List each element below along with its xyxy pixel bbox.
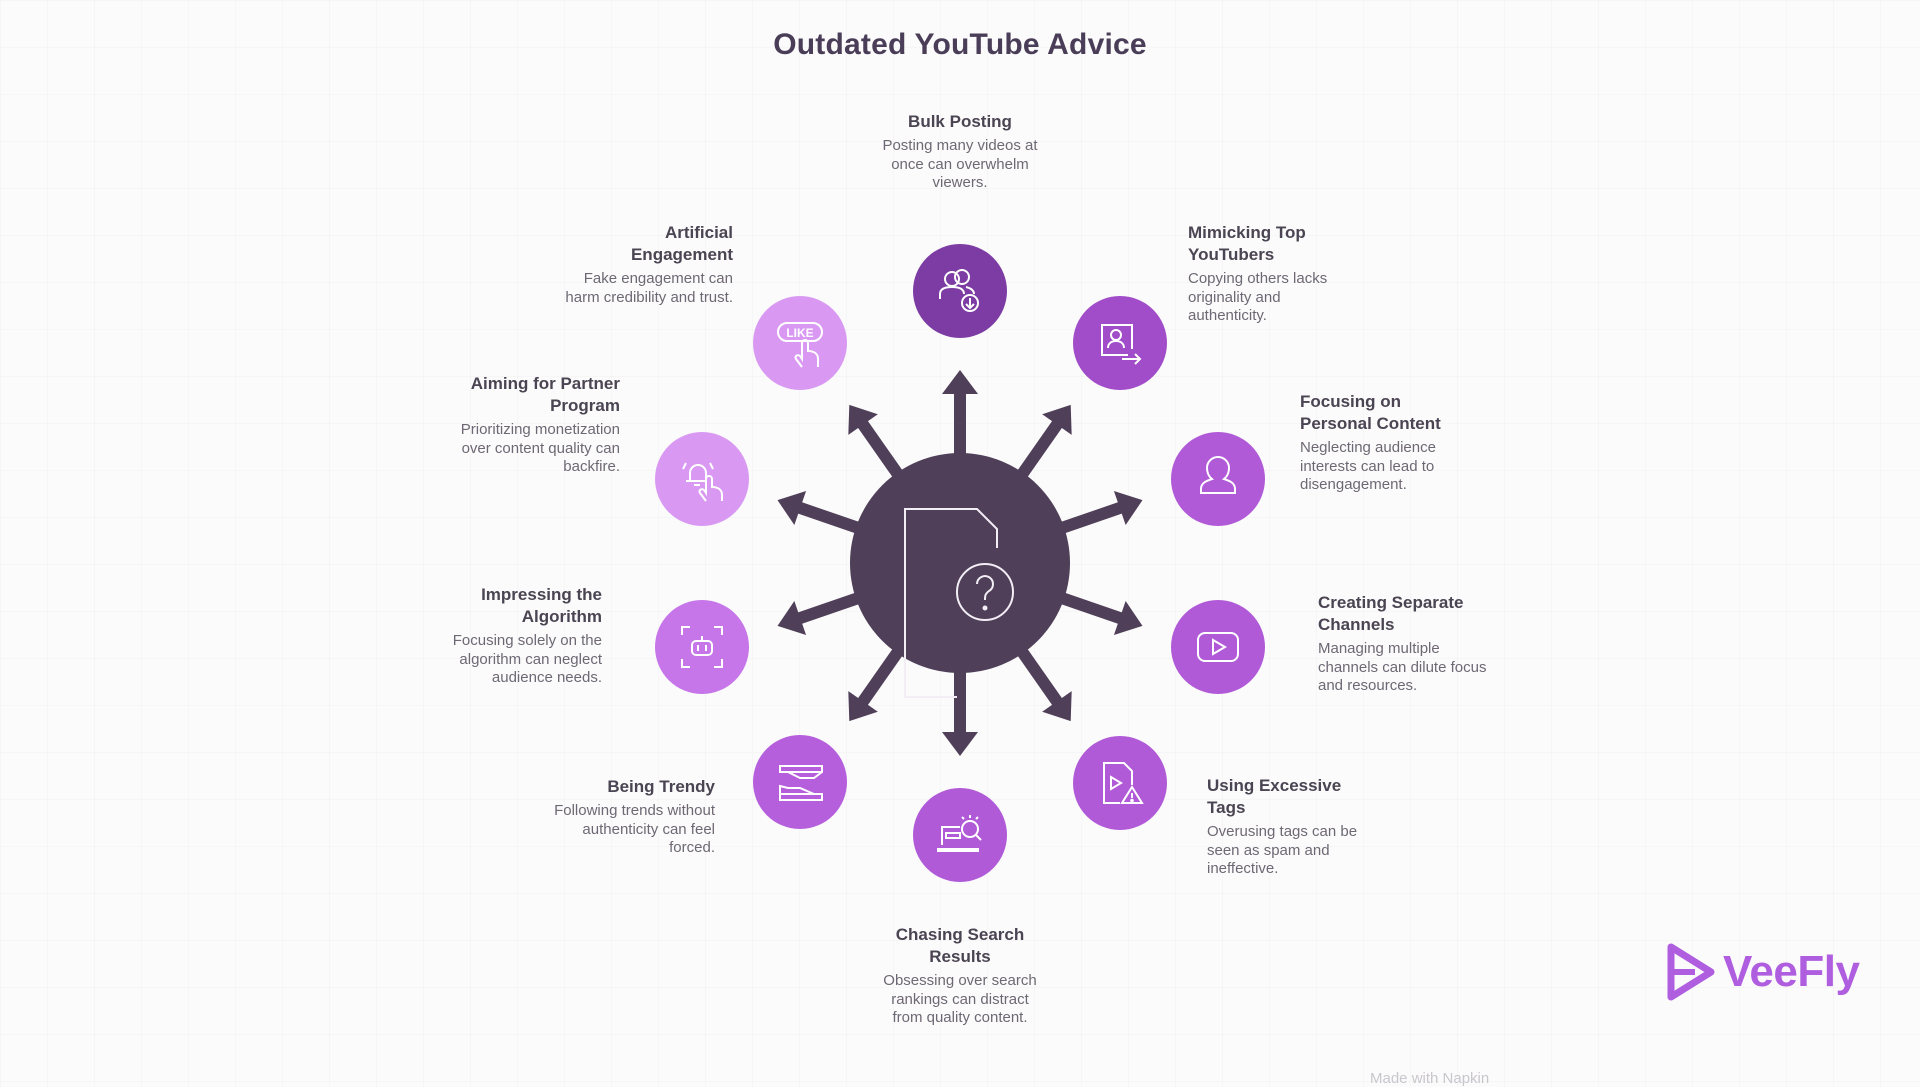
node-mimicking-top-youtubers <box>1073 296 1167 390</box>
node-impressing-algorithm <box>655 600 749 694</box>
label-impressing-algorithm: Impressing the Algorithm Focusing solely… <box>432 584 602 688</box>
diagram-title: Outdated YouTube Advice <box>773 28 1147 61</box>
node-heading: Artificial Engagement <box>630 223 733 264</box>
node-description: Posting many videos at once can overwhel… <box>882 137 1038 191</box>
label-artificial-engagement: Artificial Engagement Fake engagement ca… <box>563 222 733 307</box>
users-download-icon <box>939 269 979 312</box>
label-bulk-posting: Bulk Posting Posting many videos at once… <box>875 111 1045 193</box>
node-bulk-posting <box>913 244 1007 338</box>
node-description: Obsessing over search rankings can distr… <box>883 972 1037 1026</box>
svg-text:LIKE: LIKE <box>786 326 813 340</box>
node-description: Following trends without authenticity ca… <box>554 802 715 856</box>
label-creating-separate-channels: Creating Separate Channels Managing mult… <box>1318 592 1488 696</box>
node-heading: Creating Separate Channels <box>1318 593 1464 634</box>
node-description: Copying others lacks originality and aut… <box>1188 270 1328 324</box>
node-heading: Using Excessive Tags <box>1207 776 1342 817</box>
video-play-icon <box>1197 632 1239 662</box>
profile-share-icon <box>1101 324 1142 365</box>
document-question-icon <box>904 508 1014 698</box>
node-chasing-search-results <box>913 788 1007 882</box>
veefly-logo: VeeFly <box>1665 942 1860 1002</box>
node-focusing-personal-content <box>1171 432 1265 526</box>
node-description: Fake engagement can harm credibility and… <box>565 270 733 306</box>
node-heading: Mimicking Top YouTubers <box>1188 223 1306 264</box>
node-aiming-partner-program <box>655 432 749 526</box>
brand-name: VeeFly <box>1723 947 1860 996</box>
laptop-search-icon <box>937 815 982 852</box>
node-heading: Focusing on Personal Content <box>1300 392 1441 433</box>
node-heading: Bulk Posting <box>908 112 1012 131</box>
label-focusing-personal-content: Focusing on Personal Content Neglecting … <box>1300 391 1470 495</box>
bell-tap-icon <box>682 462 723 502</box>
like-tap-icon: LIKE <box>777 322 823 368</box>
person-icon <box>1200 456 1236 494</box>
node-heading: Aiming for Partner Program <box>470 374 620 415</box>
made-with-credit: Made with Napkin <box>1370 1070 1490 1087</box>
label-aiming-partner-program: Aiming for Partner Program Prioritizing … <box>450 373 620 477</box>
node-heading: Chasing Search Results <box>895 925 1025 966</box>
file-video-warning-icon <box>1103 762 1144 804</box>
node-description: Neglecting audience interests can lead t… <box>1300 439 1436 493</box>
label-using-excessive-tags: Using Excessive Tags Overusing tags can … <box>1207 775 1377 879</box>
node-description: Managing multiple channels can dilute fo… <box>1318 640 1487 694</box>
sneakers-icon <box>779 765 823 801</box>
veefly-play-icon <box>1667 943 1715 1001</box>
node-description: Overusing tags can be seen as spam and i… <box>1207 823 1358 877</box>
node-using-excessive-tags <box>1073 736 1167 830</box>
node-description: Focusing solely on the algorithm can neg… <box>452 632 602 686</box>
node-being-trendy <box>753 735 847 829</box>
label-chasing-search-results: Chasing Search Results Obsessing over se… <box>875 924 1045 1028</box>
node-artificial-engagement: LIKE <box>753 296 847 390</box>
node-creating-separate-channels <box>1171 600 1265 694</box>
label-mimicking-top-youtubers: Mimicking Top YouTubers Copying others l… <box>1188 222 1358 326</box>
node-heading: Impressing the Algorithm <box>481 585 602 626</box>
node-heading: Being Trendy <box>607 777 715 796</box>
robot-scan-icon <box>681 626 723 668</box>
node-description: Prioritizing monetization over content q… <box>460 421 620 475</box>
label-being-trendy: Being Trendy Following trends without au… <box>545 776 715 858</box>
